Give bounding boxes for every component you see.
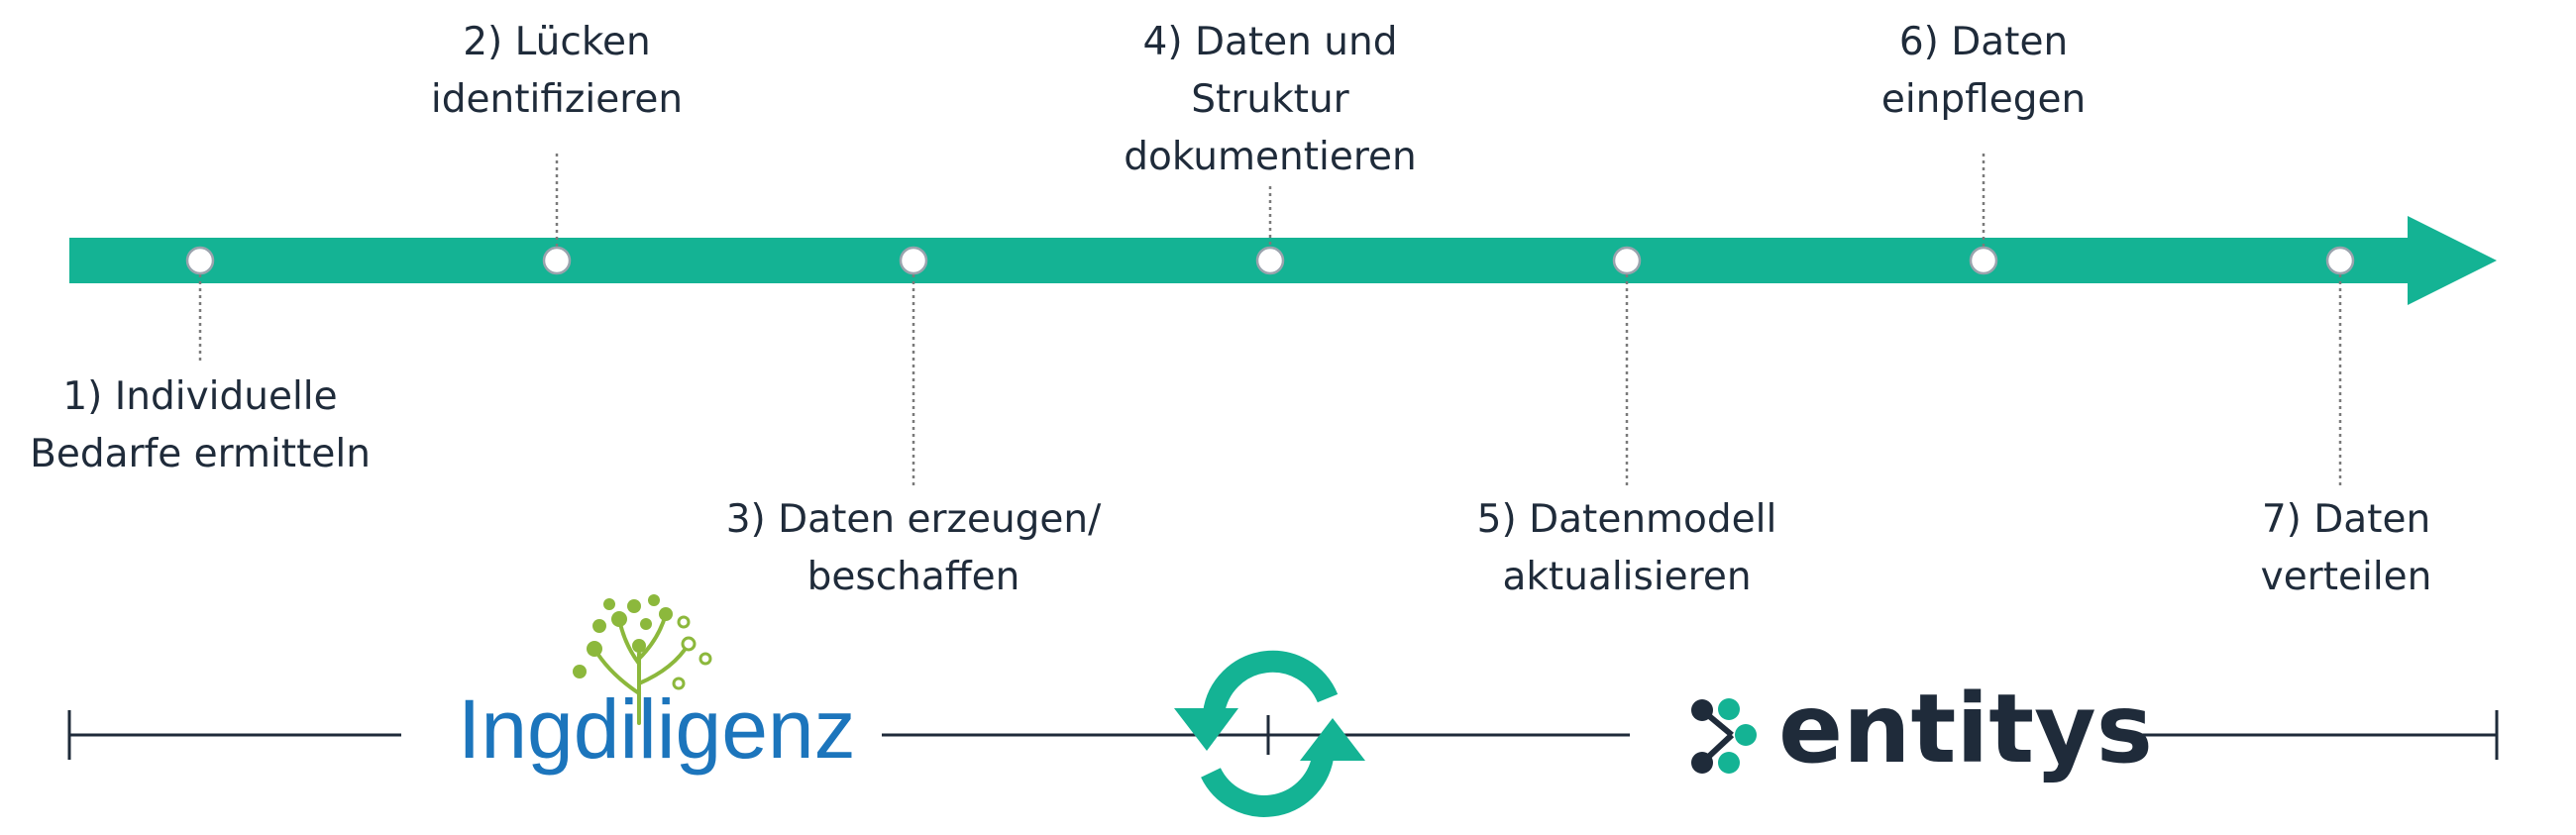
step-label-4: 4) Daten und Struktur dokumentieren bbox=[1124, 20, 1417, 179]
timeline-arrow bbox=[69, 216, 2497, 305]
tree-leaves bbox=[573, 594, 673, 678]
step-marker-6 bbox=[1969, 246, 1998, 275]
ingdiligenz-logo-text: Ingdiligenz bbox=[458, 682, 856, 776]
step-marker-7 bbox=[2325, 246, 2355, 275]
step-marker-1 bbox=[185, 246, 215, 275]
timeline-arrow-shaft bbox=[69, 238, 2408, 283]
bottom-bar bbox=[67, 710, 2499, 760]
entitys-logo-text: entitys bbox=[1778, 674, 2153, 784]
step-marker-2 bbox=[542, 246, 572, 275]
step-label-6: 6) Daten einpflegen bbox=[1880, 20, 2087, 122]
entitys-dots-icon bbox=[1691, 698, 1757, 774]
step-label-7: 7) Daten verteilen bbox=[2260, 497, 2432, 599]
tree-circuit-nodes bbox=[672, 615, 712, 690]
step-marker-4 bbox=[1255, 246, 1285, 275]
step-label-3: 3) Daten erzeugen/ beschaffen bbox=[725, 497, 1102, 599]
step-marker-3 bbox=[899, 246, 928, 275]
sync-icon bbox=[1201, 650, 1339, 817]
sync-icon-heads bbox=[1174, 708, 1365, 761]
step-label-5: 5) Datenmodell aktualisieren bbox=[1476, 497, 1777, 599]
step-markers bbox=[185, 246, 2355, 275]
step-label-1: 1) Individuelle Bedarfe ermitteln bbox=[30, 374, 371, 476]
step-connectors bbox=[198, 154, 2342, 487]
step-label-2: 2) Lücken identifizieren bbox=[430, 20, 684, 122]
timeline-arrow-head bbox=[2408, 216, 2497, 305]
step-marker-5 bbox=[1612, 246, 1642, 275]
